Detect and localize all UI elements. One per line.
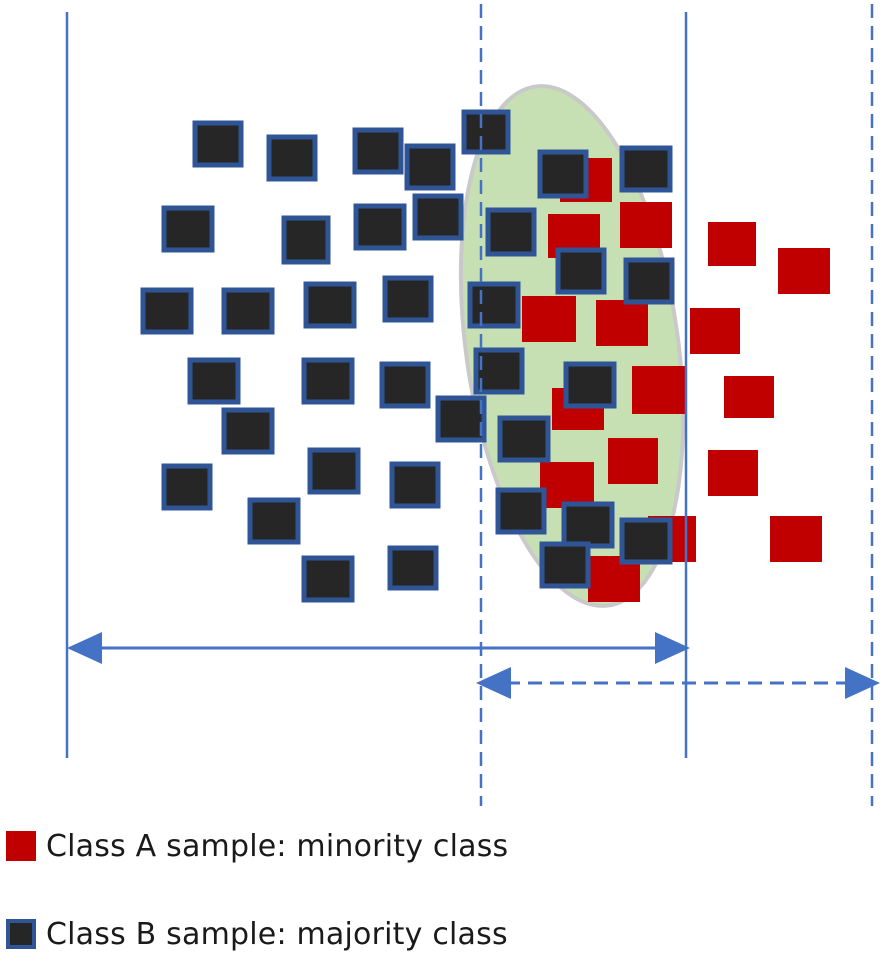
majority-sample — [561, 501, 615, 549]
minority-range-arrow-right-head — [845, 667, 880, 699]
majority-sample — [187, 357, 241, 405]
majority-sample — [404, 143, 456, 191]
majority-sample — [221, 287, 275, 335]
minority-sample — [608, 438, 658, 484]
majority-sample — [307, 447, 361, 495]
minority-sample — [708, 450, 758, 496]
majority-sample — [247, 497, 301, 545]
class-a-swatch — [6, 831, 36, 861]
majority-sample — [467, 281, 521, 329]
majority-sample — [497, 415, 551, 463]
majority-sample — [266, 134, 318, 182]
majority-sample — [539, 541, 591, 589]
minority-sample — [778, 248, 830, 294]
majority-sample — [281, 215, 331, 265]
majority-sample — [623, 257, 675, 305]
majority-sample — [461, 109, 511, 155]
class-a-label: Class A sample: minority class — [46, 828, 509, 864]
minority-sample — [632, 366, 686, 414]
minority-sample — [522, 296, 576, 342]
majority-sample — [382, 275, 434, 323]
class-b-swatch — [6, 919, 36, 949]
majority-sample — [435, 395, 487, 443]
majority-sample — [140, 287, 194, 335]
majority-class-samples — [140, 109, 675, 603]
majority-sample — [563, 361, 617, 409]
legend-item-class-b: Class B sample: majority class — [6, 914, 508, 954]
majority-range-arrow-right-head — [655, 632, 690, 664]
majority-sample — [301, 357, 355, 405]
majority-sample — [161, 463, 213, 511]
class-b-label: Class B sample: majority class — [46, 916, 508, 952]
majority-sample — [161, 205, 215, 253]
majority-range-arrow-left-head — [67, 632, 102, 664]
majority-sample — [192, 120, 244, 168]
majority-sample — [387, 545, 439, 591]
majority-sample — [303, 281, 357, 329]
majority-sample — [352, 127, 404, 175]
minority-sample — [690, 308, 740, 354]
majority-sample — [301, 555, 355, 603]
minority-sample — [708, 222, 756, 266]
minority-sample — [540, 462, 594, 508]
minority-sample — [770, 516, 822, 562]
majority-sample — [379, 361, 431, 409]
majority-sample — [473, 347, 525, 395]
majority-sample — [389, 461, 441, 509]
legend-item-class-a: Class A sample: minority class — [6, 826, 508, 866]
majority-sample — [619, 145, 673, 193]
majority-sample — [537, 149, 589, 199]
class-overlap-diagram — [65, 4, 880, 806]
minority-range-arrow-left-head — [476, 667, 511, 699]
minority-sample — [620, 202, 672, 248]
majority-sample — [555, 247, 607, 295]
boundary-lines — [65, 4, 880, 806]
majority-sample — [412, 193, 464, 241]
majority-sample — [221, 407, 275, 455]
minority-sample — [724, 376, 774, 418]
minority-sample — [596, 300, 648, 346]
majority-sample — [353, 203, 407, 251]
majority-sample — [619, 517, 673, 565]
majority-sample — [485, 207, 537, 257]
majority-sample — [495, 487, 547, 535]
